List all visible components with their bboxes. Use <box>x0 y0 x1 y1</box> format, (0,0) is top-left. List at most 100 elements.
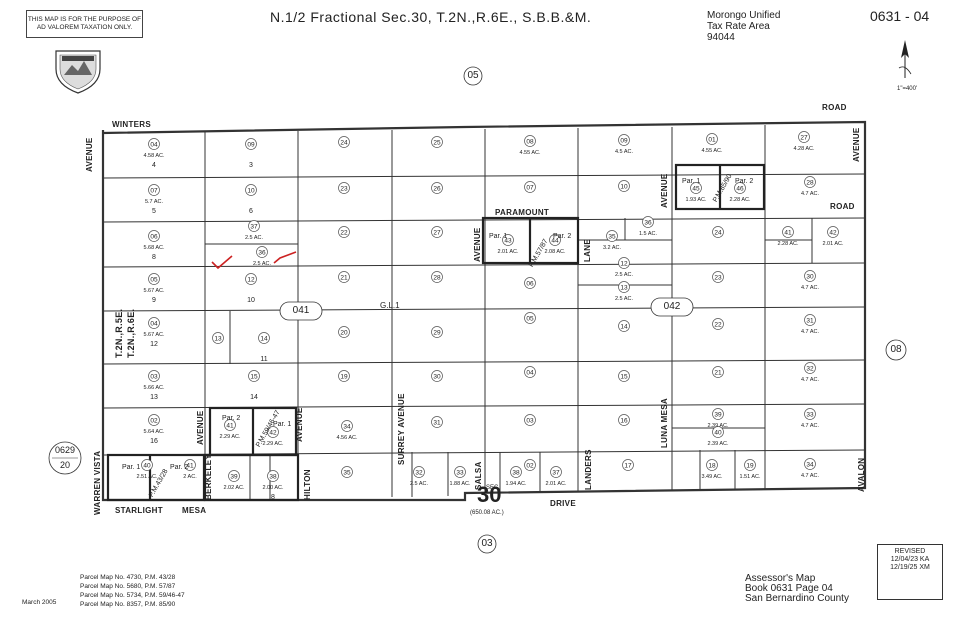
parcel-number: 12 <box>620 260 628 267</box>
parcel-number-circle <box>338 326 350 338</box>
parcel-acreage: 4.28 AC. <box>793 146 815 152</box>
parcel-acreage: 1.5 AC. <box>639 231 658 237</box>
lot-number: 8 <box>152 254 156 261</box>
footnote-2: Parcel Map No. 5680, P.M. 57/87 <box>80 583 176 590</box>
parcel-number: 12 <box>247 276 255 283</box>
parcel-acreage: 4.56 AC. <box>336 435 358 441</box>
parcel-acreage: 2.51 AC. <box>136 474 158 480</box>
parcel-number-circle <box>712 226 724 238</box>
parcel-acreage: 3.2 AC. <box>603 245 622 251</box>
adjacent-map-east: 08 <box>890 344 902 355</box>
parcel-number: 06 <box>526 280 534 287</box>
parcel-acreage: 4.7 AC. <box>801 377 820 383</box>
parcel-number: 30 <box>806 273 814 280</box>
block-041: 041 <box>292 305 310 316</box>
lot-number: 8 <box>271 494 275 501</box>
lot-number: 5 <box>152 208 156 215</box>
parcel-number: 03 <box>150 373 158 380</box>
parcel-number: 32 <box>415 469 423 476</box>
parcel-number-circle <box>245 273 257 285</box>
tax-rate-area-line-1: Morongo Unified <box>707 10 781 21</box>
parcel-number-circle <box>341 466 353 478</box>
parcel-number-circle <box>431 370 443 382</box>
parcel-number-circle <box>338 136 350 148</box>
parcel-number: 31 <box>433 419 441 426</box>
footnote-1: Parcel Map No. 4730, P.M. 43/28 <box>80 574 176 581</box>
parcel-number: 28 <box>806 179 814 186</box>
parcel-acreage: 1.94 AC. <box>505 481 527 487</box>
parcel-number: 06 <box>150 233 158 240</box>
parcel-number-circle <box>256 246 268 258</box>
parcel-acreage: 4.7 AC. <box>801 329 820 335</box>
parcel-acreage: 1.88 AC. <box>449 481 471 487</box>
parcel-number-circle <box>618 370 630 382</box>
red-annotation-marks <box>211 251 297 270</box>
lot-number: 6 <box>249 208 253 215</box>
parcel-number-circle <box>524 414 536 426</box>
adjacent-map-south: 03 <box>481 538 493 549</box>
parcel-number-circle <box>141 459 153 471</box>
revised-box: REVISED 12/04/23 KA 12/19/25 XM <box>877 544 943 600</box>
parcel-acreage: 2.01 AC. <box>822 241 844 247</box>
parcel-acreage: 2.5 AC. <box>245 235 264 241</box>
parcel-number-circle <box>618 257 630 269</box>
parcel-number-circle <box>148 370 160 382</box>
parcel-acreage: 2.02 AC. <box>223 485 245 491</box>
parcel-number: 13 <box>620 284 628 291</box>
street-paramount: PARAMOUNT <box>495 208 550 217</box>
section-number: 30 <box>477 482 502 507</box>
parcel-acreage: 4.5 AC. <box>615 149 634 155</box>
parcel-number-circle <box>618 180 630 192</box>
parcel-number: 40 <box>143 462 151 469</box>
parcel-number-circle <box>245 138 257 150</box>
parcel-acreage: 5.66 AC. <box>143 385 165 391</box>
parcel-number-circle <box>712 366 724 378</box>
parcel-number: 40 <box>714 429 722 436</box>
north-arrow-icon <box>898 40 912 78</box>
street-surrey: SURREY AVENUE <box>397 393 406 465</box>
parcel-number-circle <box>618 281 630 293</box>
parcel-number-circle <box>267 426 279 438</box>
parcel-number-circle <box>524 366 536 378</box>
parcel-acreage: 4.7 AC. <box>801 473 820 479</box>
parcel-number-circle <box>148 138 160 150</box>
par-2-label-b: Par. 2 <box>735 178 754 185</box>
parcel-number-circle <box>690 182 702 194</box>
parcel-number: 10 <box>620 183 628 190</box>
parcel-number: 03 <box>526 417 534 424</box>
parcel-number: 39 <box>714 411 722 418</box>
parcel-number-circle <box>431 416 443 428</box>
parcel-number: 41 <box>226 422 234 429</box>
parcel-number-circle <box>148 230 160 242</box>
street-avalon: AVALON <box>857 457 866 492</box>
par-1-label-a: Par. 1 <box>489 233 508 240</box>
par-1-label-c: Par. 1 <box>273 421 292 428</box>
parcel-number-circle <box>184 459 196 471</box>
assessor-line-1: Assessor's Map <box>745 573 816 584</box>
parcel-number: 36 <box>258 249 266 256</box>
parcel-number-circle <box>258 332 270 344</box>
adjacent-map-west-top: 0629 <box>54 445 76 455</box>
parcel-number: 41 <box>186 462 194 469</box>
parcel-number: 27 <box>433 229 441 236</box>
parcel-number: 36 <box>644 219 652 226</box>
parcel-number-circle <box>248 220 260 232</box>
parcel-number: 04 <box>526 369 534 376</box>
parcel-acreage: 4.55 AC. <box>519 150 541 156</box>
parcel-number-circle <box>338 370 350 382</box>
parcel-number-circle <box>148 273 160 285</box>
parcel-acreage: 2.28 AC. <box>729 197 751 203</box>
revised-line-1: 12/04/23 KA <box>890 556 930 563</box>
scale-label: 1"=400' <box>897 86 918 92</box>
tax-rate-area-line-2: Tax Rate Area <box>707 21 770 32</box>
parcel-number-circle <box>804 408 816 420</box>
parcel-acreage: 1.51 AC. <box>739 474 761 480</box>
parcel-number: 23 <box>714 274 722 281</box>
tax-rate-area-line-3: 94044 <box>707 32 735 43</box>
parcel-number: 29 <box>433 329 441 336</box>
parcel-number-circle <box>524 459 536 471</box>
street-lane: LANE <box>583 239 592 262</box>
lot-number: 9 <box>152 297 156 304</box>
parcel-acreage: 5.64 AC. <box>143 429 165 435</box>
parcel-number: 15 <box>250 373 258 380</box>
